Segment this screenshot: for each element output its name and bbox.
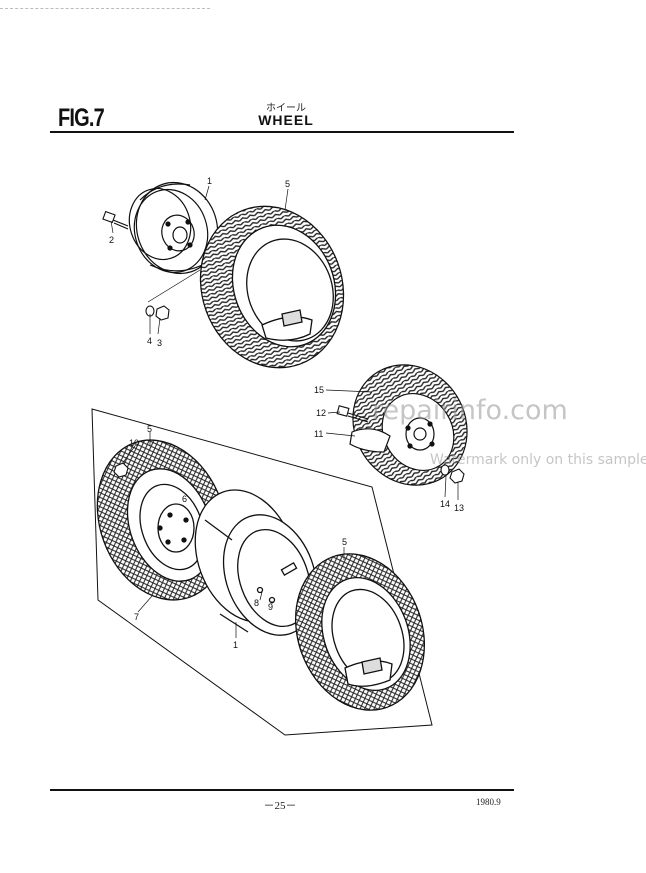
page-date: 1980.9 (476, 797, 501, 807)
watermark-note: Watermark only on this sample (430, 452, 646, 468)
dual-rim (194, 489, 318, 636)
watermark-url: repairinfo.com (372, 395, 568, 426)
callout-14: 14 (440, 499, 450, 509)
tire-small (349, 364, 468, 486)
callout-1-lower: 1 (233, 640, 238, 650)
callout-5: 5 (285, 179, 290, 189)
bolt-2 (102, 210, 129, 230)
callout-6: 6 (182, 494, 187, 504)
callout-15: 15 (314, 385, 324, 395)
callout-13: 13 (454, 503, 464, 513)
callout-2: 2 (109, 235, 114, 245)
title-japanese: ホイール (266, 103, 306, 114)
figure-label: FIG.7 (58, 104, 105, 132)
tire-lower-left (96, 439, 228, 601)
header-rule (50, 131, 514, 133)
tire-upper (199, 205, 345, 369)
tire-lower-right (294, 553, 426, 711)
nut-washer-upper (145, 305, 170, 321)
callout-3: 3 (157, 338, 162, 348)
callout-4: 4 (147, 336, 152, 346)
rim-upper (128, 181, 219, 275)
callout-1: 1 (207, 176, 212, 186)
callout-12: 12 (316, 408, 326, 418)
callout-7: 7 (134, 612, 139, 622)
leader-lines (110, 185, 459, 638)
bolt-12 (336, 405, 369, 423)
callout-5-lower-right: 5 (342, 537, 347, 547)
footer-rule (50, 789, 514, 791)
callout-11: 11 (314, 429, 323, 439)
callout-10: 10 (129, 438, 139, 448)
nut-washer-right (440, 464, 465, 484)
title-english: WHEEL (258, 112, 314, 128)
callout-9: 9 (268, 602, 273, 612)
callout-5-lower-left: 5 (147, 424, 152, 434)
assembly-frame (91, 408, 433, 736)
page-number: －25－ (263, 800, 297, 812)
top-dashed-line (0, 8, 210, 9)
callout-8: 8 (254, 598, 259, 608)
